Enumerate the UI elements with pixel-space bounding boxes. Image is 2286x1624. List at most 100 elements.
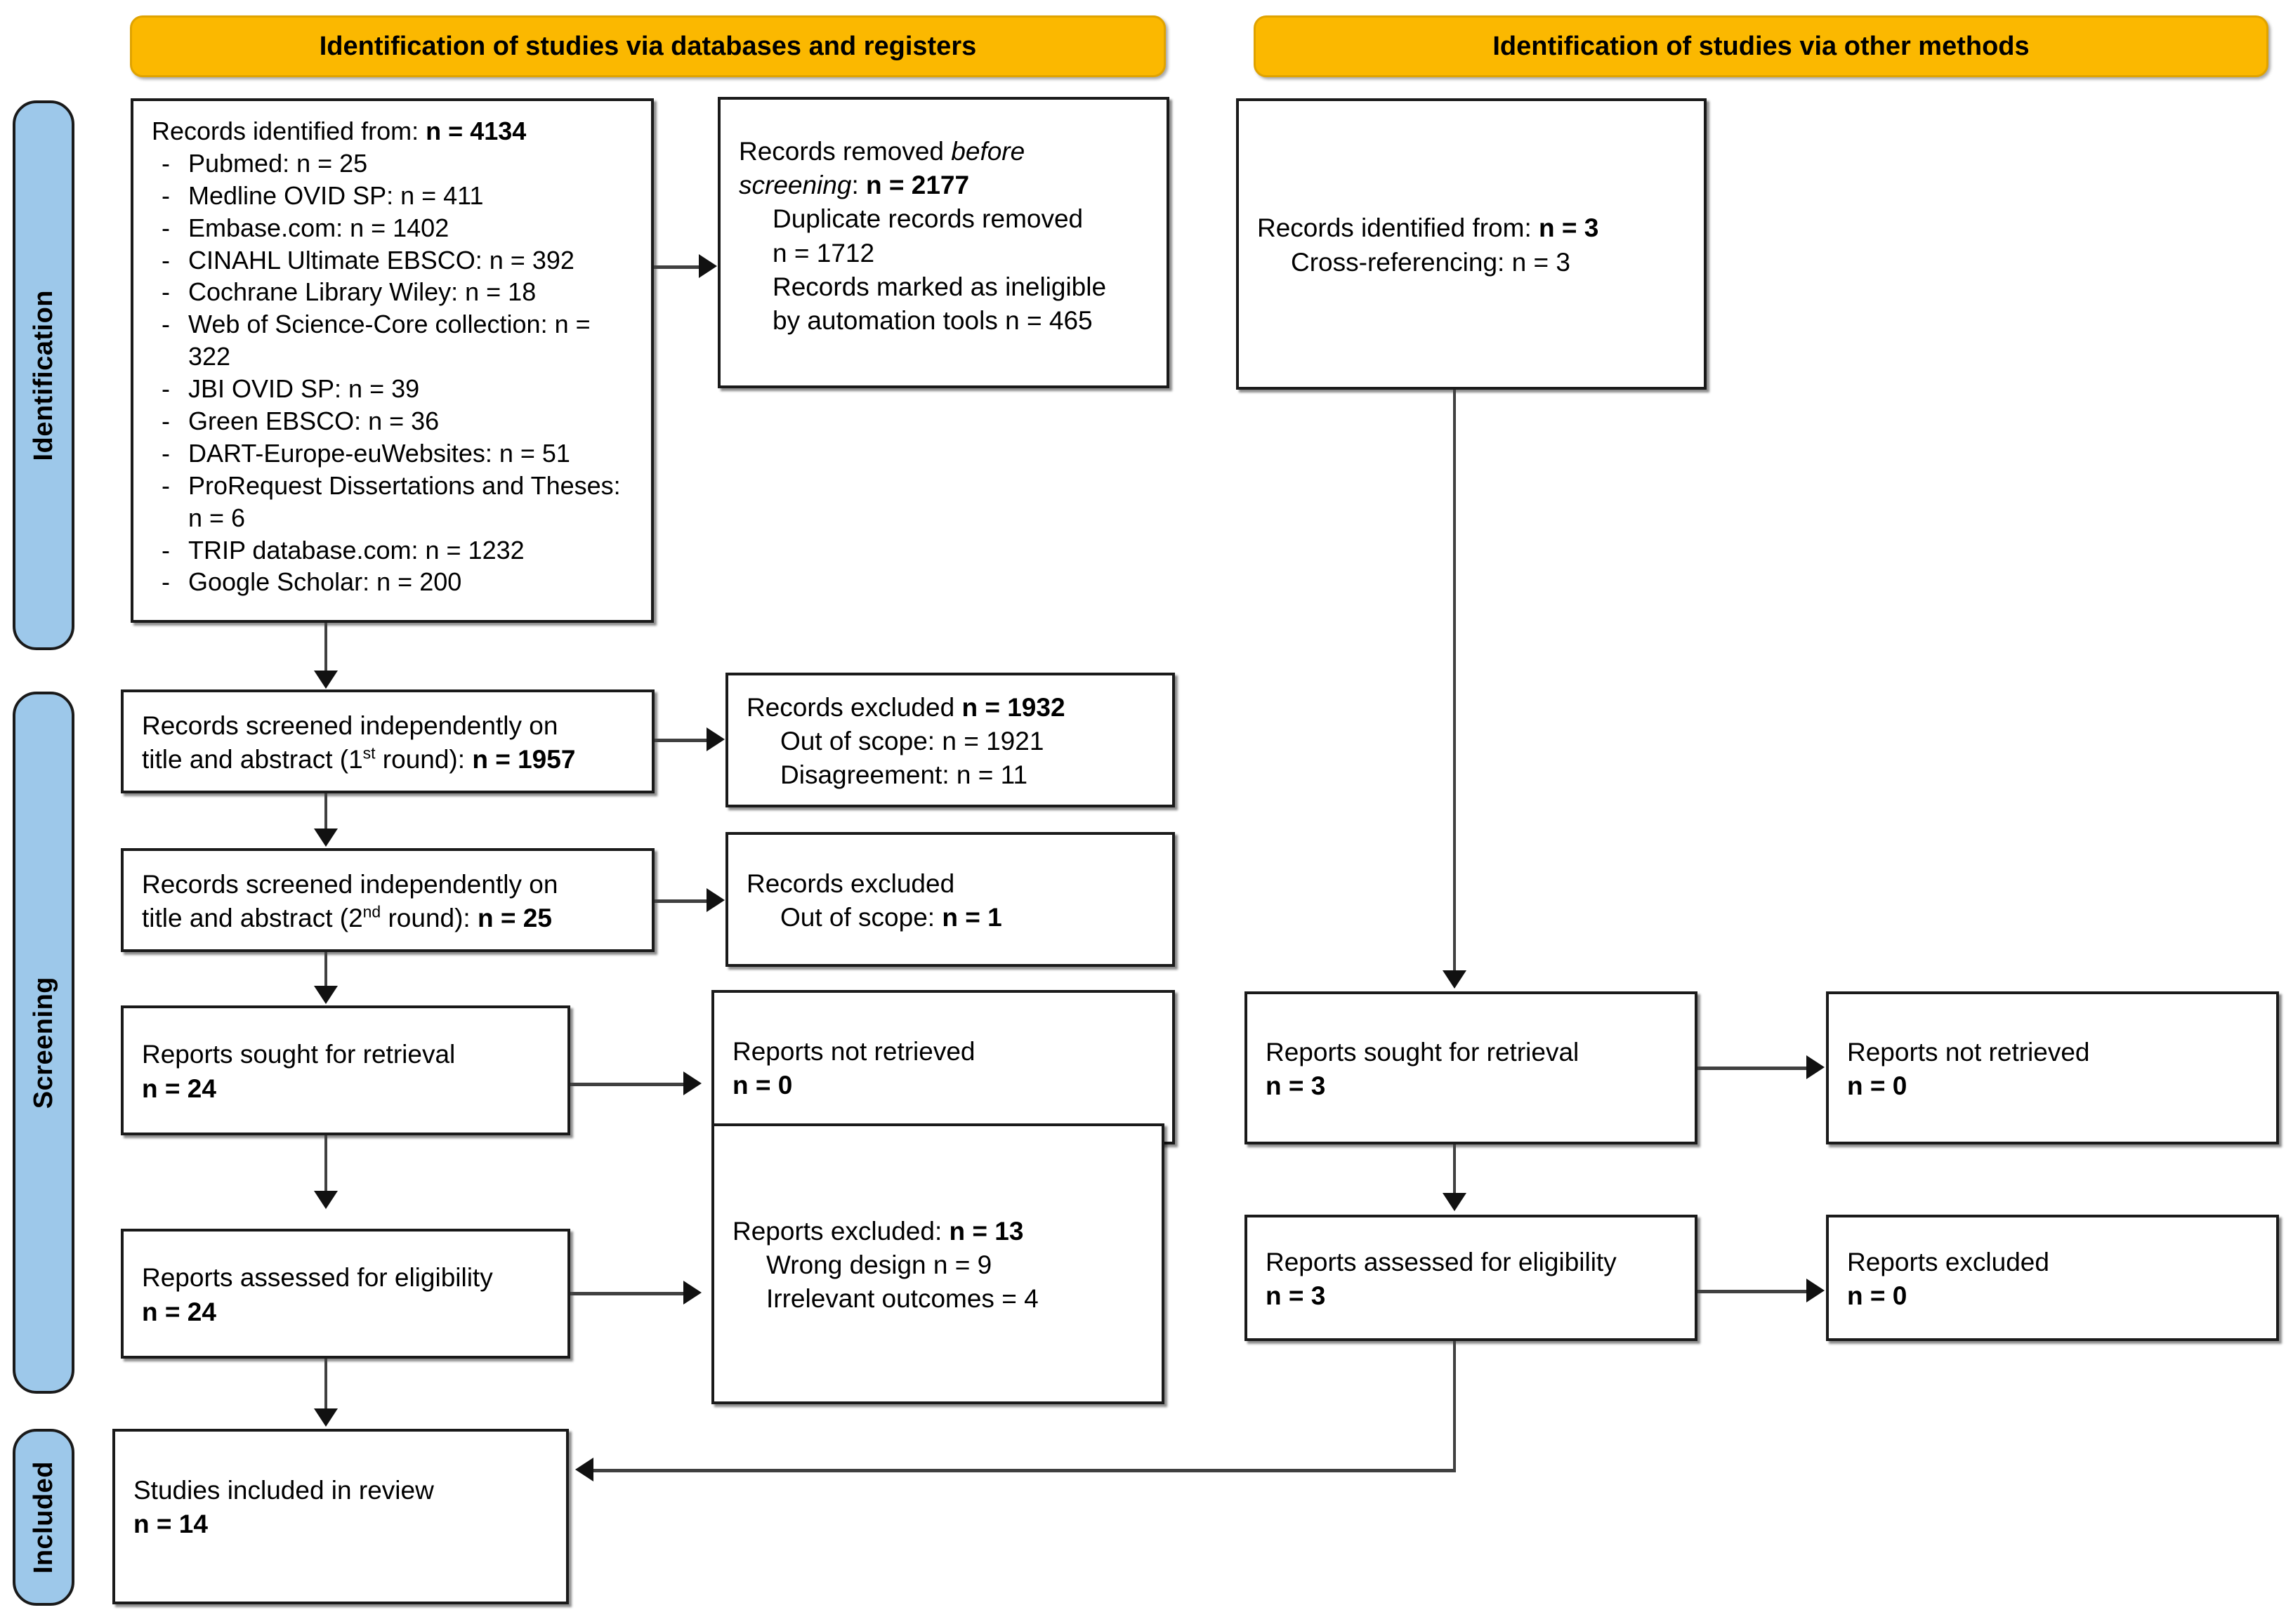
records-identified-title-value: n = 4134 bbox=[426, 117, 527, 145]
arrowhead-screened2-to-excluded2 bbox=[707, 888, 725, 912]
records-screened-round2-line1: Records screened independently on bbox=[142, 869, 558, 899]
phase-bar-identification: Identification bbox=[13, 100, 74, 650]
connector-assessed-right-to-included-horizontal bbox=[593, 1469, 1456, 1472]
records-excluded-round1-out-of-scope: Out of scope: n = 1921 bbox=[780, 726, 1044, 755]
reports-excluded-left-title: Reports excluded: n = 13 bbox=[733, 1216, 1024, 1246]
records-identified-other-value: n = 3 bbox=[1539, 213, 1599, 243]
records-excluded-round2-value: n = 1 bbox=[942, 903, 1002, 932]
studies-included-line1: Studies included in review bbox=[133, 1476, 434, 1505]
records-screened-round2-line2: title and abstract (2nd round): n = 25 bbox=[142, 902, 552, 932]
arrowhead-identified-other-to-sought-right bbox=[1443, 970, 1466, 989]
reports-excluded-right-line1: Reports excluded bbox=[1847, 1247, 2049, 1276]
column-header-other-methods: Identification of studies via other meth… bbox=[1254, 15, 2268, 77]
reports-excluded-left-value: n = 13 bbox=[949, 1216, 1024, 1246]
reports-assessed-left-line1: Reports assessed for eligibility bbox=[142, 1263, 493, 1293]
records-identified-source-list: Pubmed: n = 25 Medline OVID SP: n = 411 … bbox=[152, 147, 634, 598]
arrowhead-identified-to-screened1 bbox=[314, 671, 338, 689]
records-removed-automation-value: by automation tools n = 465 bbox=[773, 305, 1093, 335]
records-identified-other-cross-referencing: Cross-referencing: n = 3 bbox=[1291, 247, 1570, 277]
arrowhead-screened2-to-sought-left bbox=[314, 986, 338, 1004]
records-removed-emphasis: before screening bbox=[739, 137, 1025, 200]
reports-sought-right-line1: Reports sought for retrieval bbox=[1266, 1037, 1579, 1067]
records-excluded-round1-title: Records excluded n = 1932 bbox=[747, 692, 1065, 722]
arrowhead-sought-to-assessed-left bbox=[314, 1191, 338, 1209]
node-records-identified-databases: Records identified from: n = 4134 Pubmed… bbox=[131, 98, 654, 623]
records-removed-title: Records removed before screening: n = 21… bbox=[739, 137, 1025, 200]
list-item: DART-Europe-euWebsites: n = 51 bbox=[152, 437, 634, 470]
records-excluded-round2-title: Records excluded bbox=[747, 869, 955, 898]
list-item: Pubmed: n = 25 bbox=[152, 147, 634, 180]
records-excluded-round1-value: n = 1932 bbox=[961, 692, 1065, 722]
reports-not-retrieved-left-line1: Reports not retrieved bbox=[733, 1036, 976, 1066]
arrowhead-screened1-to-screened2 bbox=[314, 828, 338, 847]
connector-identified-other-to-sought-right bbox=[1453, 390, 1456, 972]
arrowhead-identified-to-removed bbox=[699, 254, 717, 278]
records-screened-round2-value: n = 25 bbox=[477, 904, 552, 932]
phase-label-screening: Screening bbox=[28, 976, 58, 1109]
node-records-screened-round1: Records screened independently on title … bbox=[121, 689, 655, 793]
reports-excluded-left-irrelevant: Irrelevant outcomes = 4 bbox=[766, 1284, 1039, 1314]
node-records-removed-before-screening: Records removed before screening: n = 21… bbox=[718, 97, 1169, 388]
reports-not-retrieved-left-value: n = 0 bbox=[733, 1071, 793, 1100]
connector-screened2-to-excluded2 bbox=[655, 899, 708, 903]
node-reports-excluded-right: Reports excluded n = 0 bbox=[1826, 1215, 2279, 1341]
arrowhead-screened1-to-excluded1 bbox=[707, 727, 725, 751]
node-reports-not-retrieved-left: Reports not retrieved n = 0 bbox=[711, 990, 1175, 1144]
column-header-other-methods-text: Identification of studies via other meth… bbox=[1492, 31, 2030, 61]
connector-sought-to-assessed-right bbox=[1453, 1144, 1456, 1195]
reports-sought-left-value: n = 24 bbox=[142, 1074, 216, 1103]
connector-screened2-to-sought-left bbox=[324, 952, 327, 989]
list-item: CINAHL Ultimate EBSCO: n = 392 bbox=[152, 244, 634, 277]
column-header-databases-text: Identification of studies via databases … bbox=[319, 31, 977, 61]
list-item: Medline OVID SP: n = 411 bbox=[152, 180, 634, 212]
list-item: JBI OVID SP: n = 39 bbox=[152, 373, 634, 405]
arrowhead-assessed-to-excluded-left bbox=[683, 1281, 702, 1305]
connector-identified-to-screened1 bbox=[324, 623, 327, 673]
reports-not-retrieved-right-value: n = 0 bbox=[1847, 1071, 1907, 1100]
connector-assessed-right-to-included-vertical bbox=[1453, 1341, 1456, 1471]
records-screened-round1-line2: title and abstract (1st round): n = 1957 bbox=[142, 744, 576, 774]
list-item: ProRequest Dissertations and Theses: n =… bbox=[152, 470, 634, 534]
records-removed-duplicates-label: Duplicate records removed bbox=[773, 204, 1084, 234]
node-records-screened-round2: Records screened independently on title … bbox=[121, 848, 655, 952]
column-header-databases: Identification of studies via databases … bbox=[130, 15, 1166, 77]
connector-sought-to-not-retrieved-left bbox=[570, 1083, 685, 1086]
node-records-excluded-round2: Records excluded Out of scope: n = 1 bbox=[725, 832, 1175, 967]
reports-sought-left-line1: Reports sought for retrieval bbox=[142, 1040, 456, 1069]
node-studies-included: Studies included in review n = 14 bbox=[112, 1429, 569, 1604]
phase-label-included: Included bbox=[28, 1460, 58, 1574]
list-item: Google Scholar: n = 200 bbox=[152, 566, 634, 598]
list-item: Web of Science-Core collection: n = 322 bbox=[152, 308, 634, 373]
reports-assessed-left-value: n = 24 bbox=[142, 1297, 216, 1326]
records-removed-automation-label: Records marked as ineligible bbox=[773, 272, 1107, 301]
reports-assessed-right-value: n = 3 bbox=[1266, 1281, 1326, 1310]
phase-bar-screening: Screening bbox=[13, 692, 74, 1394]
records-screened-round1-value: n = 1957 bbox=[472, 745, 576, 774]
phase-label-identification: Identification bbox=[28, 289, 58, 461]
list-item: Green EBSCO: n = 36 bbox=[152, 405, 634, 437]
connector-assessed-to-included bbox=[324, 1359, 327, 1411]
records-identified-other-line1: Records identified from: n = 3 bbox=[1257, 213, 1599, 243]
reports-sought-right-value: n = 3 bbox=[1266, 1071, 1326, 1100]
records-excluded-round1-disagreement: Disagreement: n = 11 bbox=[780, 760, 1028, 790]
records-removed-duplicates-value: n = 1712 bbox=[773, 238, 875, 268]
phase-bar-included: Included bbox=[13, 1429, 74, 1606]
connector-sought-to-not-retrieved-right bbox=[1697, 1067, 1808, 1070]
connector-identified-to-removed bbox=[654, 265, 700, 269]
records-removed-value: n = 2177 bbox=[866, 171, 970, 200]
arrowhead-assessed-right-to-included bbox=[575, 1458, 593, 1481]
node-reports-assessed-left: Reports assessed for eligibility n = 24 bbox=[121, 1229, 570, 1359]
list-item: Embase.com: n = 1402 bbox=[152, 212, 634, 244]
connector-screened1-to-screened2 bbox=[324, 793, 327, 830]
list-item: TRIP database.com: n = 1232 bbox=[152, 534, 634, 567]
reports-excluded-right-value: n = 0 bbox=[1847, 1281, 1907, 1310]
connector-sought-to-assessed-left bbox=[324, 1135, 327, 1193]
reports-not-retrieved-right-line1: Reports not retrieved bbox=[1847, 1037, 2090, 1067]
node-records-identified-other: Records identified from: n = 3 Cross-ref… bbox=[1236, 98, 1707, 390]
connector-assessed-to-excluded-right bbox=[1697, 1290, 1808, 1293]
arrowhead-sought-to-assessed-right bbox=[1443, 1193, 1466, 1211]
studies-included-value: n = 14 bbox=[133, 1510, 208, 1539]
node-reports-not-retrieved-right: Reports not retrieved n = 0 bbox=[1826, 991, 2279, 1144]
node-reports-excluded-left: Reports excluded: n = 13 Wrong design n … bbox=[711, 1123, 1164, 1404]
